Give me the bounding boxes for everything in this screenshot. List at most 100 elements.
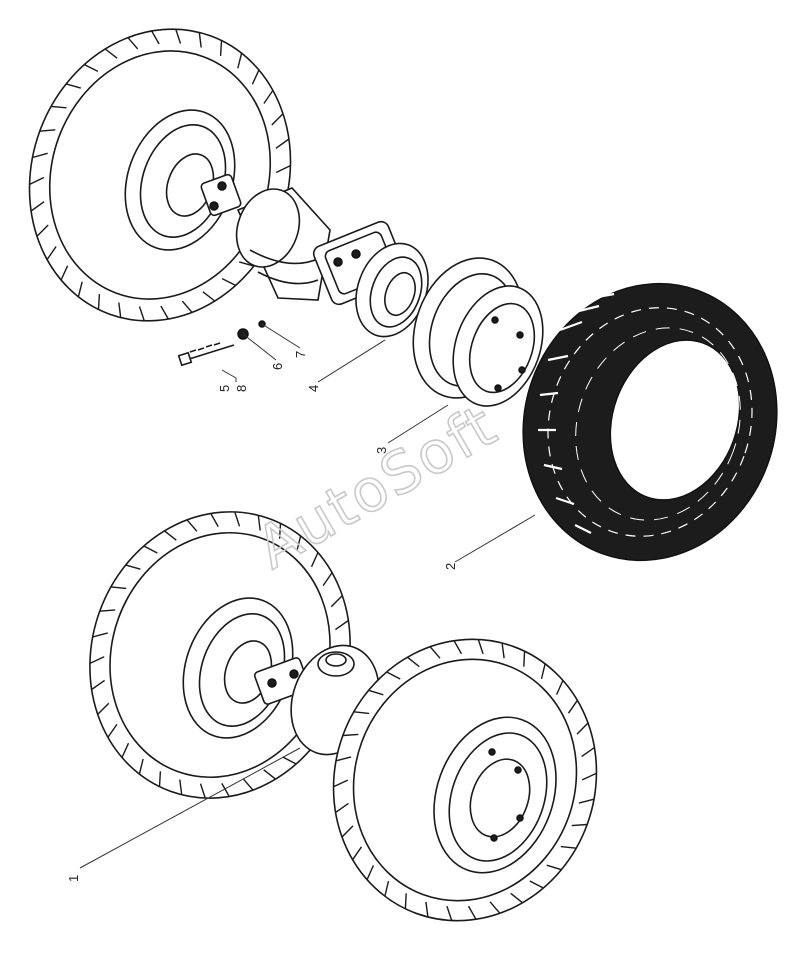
tread-lug	[404, 893, 407, 909]
tread-lug	[127, 37, 139, 50]
tread-lug	[282, 756, 297, 765]
tread-lug	[278, 523, 282, 539]
tire-part-2	[522, 282, 778, 562]
tread-lug	[219, 40, 223, 56]
tread-lug	[84, 63, 99, 73]
tread-lug	[198, 32, 202, 48]
tread-lug	[164, 530, 177, 541]
tread-lug	[310, 552, 319, 568]
tread-lug	[158, 771, 162, 787]
tread-lug	[239, 261, 255, 267]
tread-lug	[333, 779, 349, 788]
tread-lug	[110, 586, 127, 590]
callout-3: 3	[374, 447, 389, 454]
tread-lug	[540, 663, 546, 680]
tread-lug	[567, 699, 578, 714]
tread-lug	[60, 265, 69, 281]
tread-lug	[546, 864, 562, 871]
tread-lug	[30, 201, 45, 212]
tread-lug	[322, 572, 333, 586]
wheel-rim-part-3	[412, 257, 544, 407]
axle-part-1	[253, 644, 380, 756]
tread-lug	[529, 880, 544, 889]
tread-lug	[330, 595, 343, 608]
tread-lug	[151, 30, 160, 45]
tread-lug	[510, 892, 524, 904]
tread-lug	[89, 656, 105, 665]
tread-lug	[107, 724, 118, 738]
tread-lug	[429, 646, 441, 659]
tread-lug	[97, 702, 110, 715]
tread-lug	[118, 302, 122, 318]
tread-lug	[99, 609, 116, 612]
tread-lug	[143, 545, 158, 554]
tread-lug	[160, 305, 169, 320]
tread-lug	[263, 90, 274, 104]
tread-lug	[275, 164, 291, 174]
tread-lug	[335, 802, 349, 813]
callout-5: 5	[217, 385, 232, 392]
tread-lug	[121, 742, 130, 758]
tread-lug	[202, 291, 216, 302]
tread-lug	[210, 513, 219, 527]
tread-lug	[138, 758, 144, 775]
tread-lug	[91, 679, 106, 691]
tread-lug	[501, 642, 505, 659]
tread-lug	[251, 69, 260, 85]
tread-lug	[242, 778, 254, 791]
tread-lug	[32, 152, 48, 159]
tread-lug	[29, 176, 45, 186]
tread-lug	[179, 779, 183, 795]
tread-lug	[425, 901, 429, 918]
tread-lug	[181, 300, 193, 313]
tread-lug	[576, 722, 589, 735]
tread-lug	[341, 825, 354, 838]
upper-left-wheel	[28, 28, 292, 322]
tread-lug	[386, 671, 401, 680]
tread-lug	[257, 515, 261, 531]
leader-lines	[79, 323, 536, 869]
tread-lug	[97, 294, 101, 310]
tread-lug	[104, 48, 118, 59]
tread-lug	[384, 880, 390, 897]
callout-1: 1	[66, 875, 81, 882]
tread-lug	[453, 640, 463, 655]
tread-lug	[263, 769, 276, 780]
tread-lug	[221, 277, 236, 287]
tread-lug	[555, 680, 564, 695]
callout-4: 4	[306, 385, 321, 392]
tread-lug	[36, 224, 49, 237]
tread-lug	[560, 845, 577, 849]
tread-lug	[221, 783, 230, 797]
axle-housing-assembly	[235, 187, 429, 338]
tread-lug	[581, 772, 597, 781]
tread-lug	[199, 783, 206, 799]
tread-lug	[578, 798, 595, 804]
tread-lug	[175, 29, 182, 44]
tread-lug	[275, 138, 290, 149]
callout-8: 8	[234, 385, 249, 392]
tread-lug	[342, 733, 359, 737]
tread-lug	[237, 53, 243, 69]
tread-lug	[523, 651, 526, 667]
fastener-parts	[177, 320, 266, 367]
tread-lug	[138, 306, 145, 321]
tread-lug	[446, 905, 453, 921]
tread-lug	[46, 246, 57, 260]
tread-lug	[92, 632, 108, 638]
tread-lug	[186, 519, 198, 532]
lower-right-wheel	[332, 638, 598, 922]
tread-lug	[406, 656, 420, 668]
tread-lug	[366, 865, 375, 880]
tread-lug	[353, 711, 370, 715]
callout-6: 6	[270, 363, 285, 370]
tread-lug	[335, 756, 352, 762]
tread-lug	[334, 619, 349, 631]
tread-lug	[51, 105, 67, 109]
callout-7: 7	[293, 351, 308, 358]
tread-lug	[296, 535, 302, 552]
tread-lug	[271, 113, 284, 126]
tread-lug	[571, 823, 588, 827]
tread-lug	[65, 83, 81, 89]
callout-labels: 1 2 3 4 5 6 7 8	[66, 351, 458, 882]
